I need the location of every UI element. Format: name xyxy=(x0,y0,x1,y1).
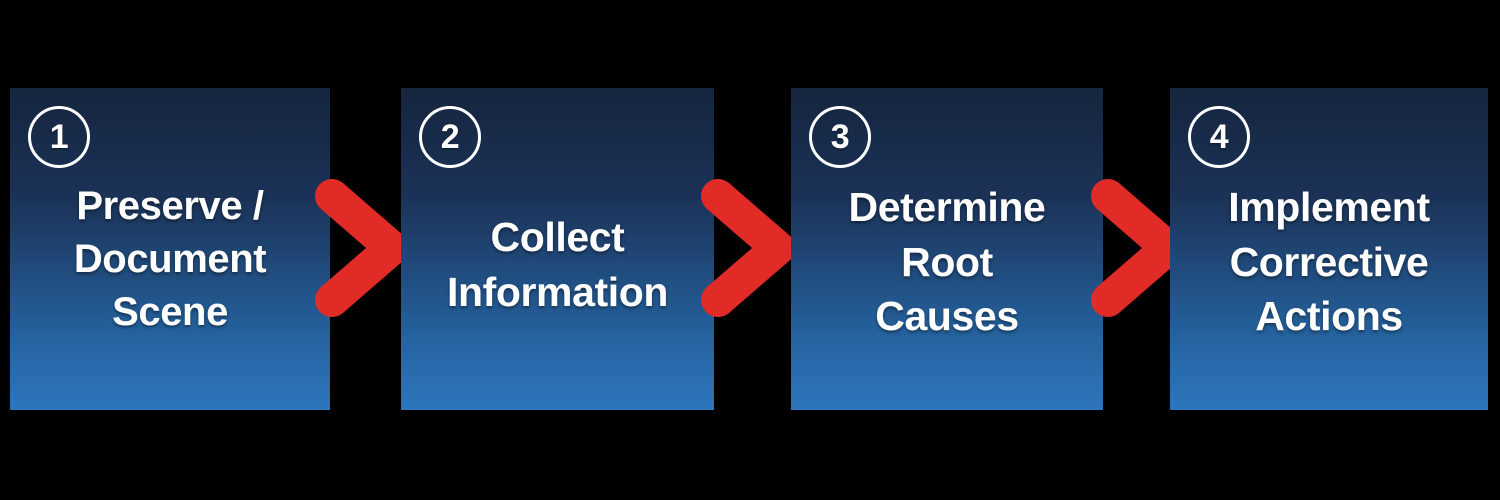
step-label-4: Implement Corrective Actions xyxy=(1228,184,1430,340)
process-step-3[interactable]: 3 Determine Root Causes xyxy=(791,88,1103,410)
step-label-1: Preserve / Document Scene xyxy=(73,184,267,335)
chevron-right-icon xyxy=(700,178,796,318)
chevron-right-icon xyxy=(1090,178,1186,318)
step-number-1: 1 xyxy=(49,118,69,156)
process-step-2[interactable]: 2 Collect Information xyxy=(401,88,714,410)
step-number-badge-2: 2 xyxy=(419,106,481,168)
step-label-2: Collect Information xyxy=(446,214,669,315)
step-label-3: Determine Root Causes xyxy=(848,184,1046,340)
step-number-3: 3 xyxy=(830,118,850,156)
step-number-badge-4: 4 xyxy=(1188,106,1250,168)
step-number-2: 2 xyxy=(440,118,460,156)
step-number-badge-1: 1 xyxy=(28,106,90,168)
chevron-right-icon xyxy=(314,178,410,318)
step-number-4: 4 xyxy=(1209,118,1229,156)
step-number-badge-3: 3 xyxy=(809,106,871,168)
process-step-1[interactable]: 1 Preserve / Document Scene xyxy=(10,88,330,410)
process-step-4[interactable]: 4 Implement Corrective Actions xyxy=(1170,88,1488,410)
